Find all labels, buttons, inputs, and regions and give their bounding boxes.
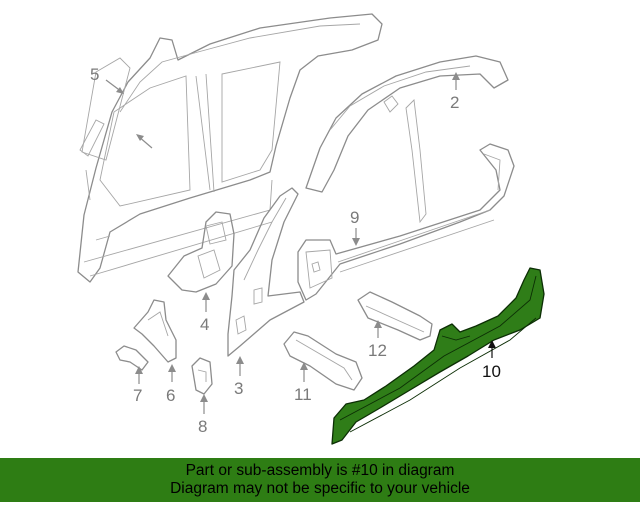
arrow-8: [200, 394, 208, 402]
arrow-9: [352, 238, 360, 246]
arrow-11: [300, 362, 308, 370]
callout-11: 11: [294, 385, 312, 404]
arrow-1: [136, 134, 144, 141]
arrow-5: [116, 87, 124, 94]
arrow-7: [135, 366, 143, 374]
arrow-6: [168, 364, 176, 372]
parts-diagram: 5 2 9 4 3 6 7 8 11 12 10: [77, 13, 545, 445]
callout-12: 12: [368, 341, 387, 360]
callout-9: 9: [350, 208, 359, 227]
arrow-12: [374, 320, 382, 328]
part-11-bracket: [283, 331, 363, 391]
part-12-bracket: [357, 291, 433, 341]
part-7-bracket: [115, 345, 149, 371]
callout-4: 4: [200, 315, 209, 334]
callout-6: 6: [166, 386, 175, 405]
part-6-bracket: [133, 299, 177, 363]
arrow-10: [488, 340, 496, 348]
part-quarter-outer: [305, 55, 509, 224]
arrow-4: [202, 292, 210, 300]
callout-2: 2: [450, 93, 459, 112]
part-b-pillar: [227, 187, 305, 357]
callout-7: 7: [133, 386, 142, 405]
part-hinge-bracket: [167, 211, 235, 293]
callout-5: 5: [90, 65, 99, 84]
arrow-3: [236, 356, 244, 364]
banner-line-part-number: Part or sub-assembly is #10 in diagram: [185, 462, 455, 479]
part-body-side-front: [77, 13, 383, 283]
part-inner-rocker: [297, 143, 515, 301]
part-10-rocker-panel: [331, 267, 545, 445]
callout-3: 3: [234, 379, 243, 398]
arrow-2: [452, 72, 460, 80]
banner-line-disclaimer: Diagram may not be specific to your vehi…: [170, 480, 470, 497]
disclaimer-banner: Part or sub-assembly is #10 in diagram D…: [0, 458, 640, 502]
callout-10: 10: [482, 362, 501, 381]
callout-8: 8: [198, 417, 207, 436]
part-8-bracket: [191, 357, 213, 395]
